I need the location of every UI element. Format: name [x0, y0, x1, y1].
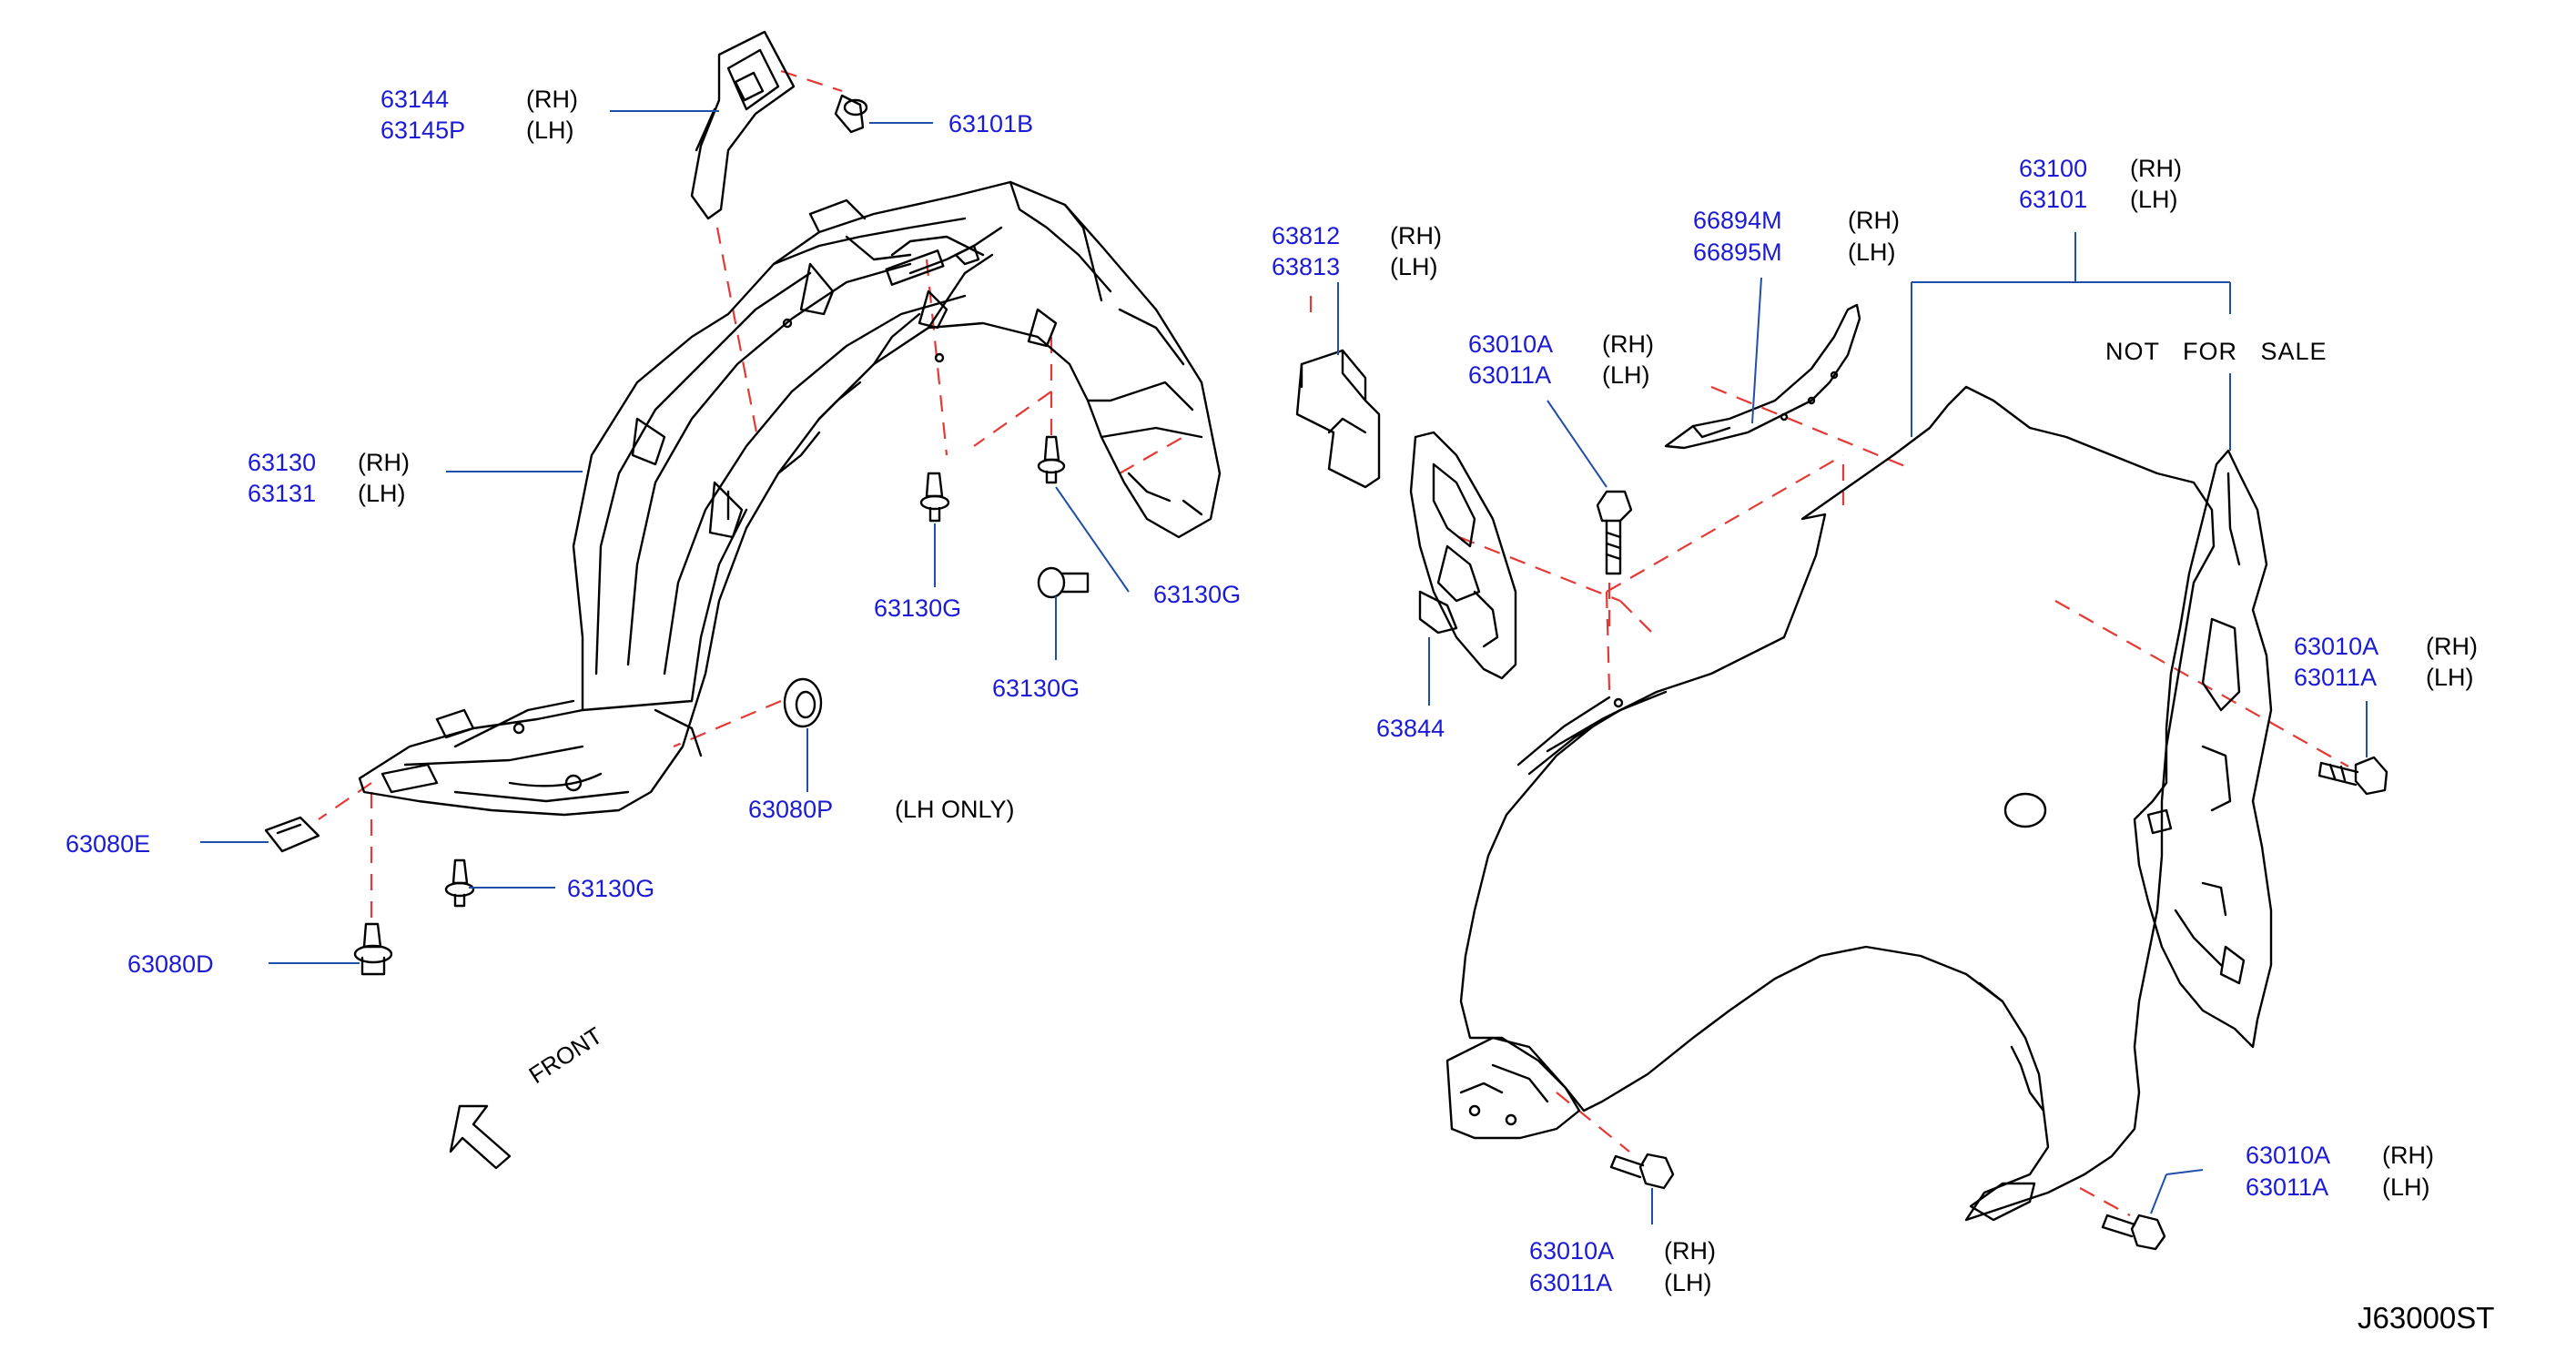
side-rh: (RH)	[526, 86, 578, 113]
side-lh: (LH)	[1602, 361, 1650, 389]
side-lh: (LH)	[1848, 239, 1896, 266]
moulding	[1664, 303, 1861, 450]
side-lh: (LH)	[1664, 1269, 1712, 1296]
screw	[353, 922, 393, 976]
side-rh: (RH)	[2382, 1142, 2434, 1169]
part-outlines	[264, 30, 2388, 1251]
side-rh: (RH)	[1602, 330, 1654, 358]
part-number-63101b[interactable]: 63101B	[948, 110, 1034, 137]
part-number-63144[interactable]: 63144	[380, 86, 450, 113]
cover	[1409, 431, 1517, 680]
grommet	[783, 677, 823, 728]
seal	[1295, 349, 1381, 489]
clip-63101b	[834, 94, 868, 134]
part-number-63011a[interactable]: 63011A	[2246, 1173, 2329, 1201]
diagram-code: J63000ST	[2358, 1301, 2495, 1335]
fender-front-bracket	[1445, 1036, 1581, 1140]
part-number-63080d[interactable]: 63080D	[127, 950, 214, 978]
side-rh: (RH)	[358, 449, 410, 476]
part-number-63130g[interactable]: 63130G	[992, 675, 1080, 702]
part-number-63011a[interactable]: 63011A	[1468, 361, 1552, 389]
side-lh: (LH)	[1390, 253, 1438, 280]
leader-lines	[200, 110, 2368, 1224]
part-number-63130g[interactable]: 63130G	[567, 875, 655, 902]
part-number-63080p[interactable]: 63080P	[748, 796, 834, 823]
bolt-top	[1596, 490, 1633, 575]
part-number-63010a[interactable]: 63010A	[1468, 330, 1554, 358]
bolt-rear	[2101, 1214, 2166, 1251]
part-number-66895m[interactable]: 66895M	[1693, 239, 1782, 266]
front-arrow-icon	[449, 1104, 512, 1170]
fender	[1459, 385, 2216, 1222]
side-rh: (RH)	[1390, 222, 1442, 249]
fender-lower-tab	[1969, 1182, 2036, 1222]
clip-63130g-3	[1037, 566, 1090, 599]
side-lh: (LH)	[2130, 186, 2178, 213]
part-number-63010a[interactable]: 63010A	[2294, 633, 2379, 660]
part-number-63011a[interactable]: 63011A	[1529, 1269, 1613, 1296]
lh-only-note: (LH ONLY)	[895, 796, 1015, 823]
clip-63130g-4	[444, 858, 475, 908]
part-number-63010a[interactable]: 63010A	[2246, 1142, 2331, 1169]
side-rh: (RH)	[2426, 633, 2478, 660]
part-number-63812[interactable]: 63812	[1272, 222, 1341, 249]
side-rh: (RH)	[2130, 155, 2182, 182]
part-number-63130g[interactable]: 63130G	[874, 594, 962, 622]
side-lh: (LH)	[526, 117, 574, 144]
bolt-front	[1609, 1153, 1675, 1190]
bracket	[690, 30, 796, 220]
part-number-66894m[interactable]: 66894M	[1693, 207, 1782, 234]
part-number-63080e[interactable]: 63080E	[66, 830, 151, 858]
side-lh: (LH)	[358, 480, 406, 507]
part-number-63100[interactable]: 63100	[2019, 155, 2088, 182]
part-number-63130[interactable]: 63130	[248, 449, 317, 476]
clip-63130g-2	[919, 472, 950, 523]
fender-protector	[358, 180, 1222, 817]
part-number-63130g[interactable]: 63130G	[1153, 581, 1242, 608]
nut	[264, 816, 320, 853]
part-number-63010a[interactable]: 63010A	[1529, 1237, 1615, 1265]
bolt-right	[2317, 756, 2388, 796]
side-lh: (LH)	[2382, 1173, 2430, 1201]
part-number-63844[interactable]: 63844	[1376, 715, 1445, 742]
side-rh: (RH)	[1664, 1237, 1716, 1265]
side-bracket	[2133, 449, 2273, 1049]
side-lh: (LH)	[2426, 664, 2474, 691]
part-number-63145p[interactable]: 63145P	[380, 117, 466, 144]
part-number-63101[interactable]: 63101	[2019, 186, 2088, 213]
side-rh: (RH)	[1848, 207, 1900, 234]
part-number-63011a[interactable]: 63011A	[2294, 664, 2378, 691]
part-number-63131[interactable]: 63131	[248, 480, 317, 507]
not-for-sale-note: NOT FOR SALE	[2105, 338, 2328, 365]
part-number-63813[interactable]: 63813	[1272, 253, 1341, 280]
clip-63130g-1	[1037, 435, 1066, 484]
